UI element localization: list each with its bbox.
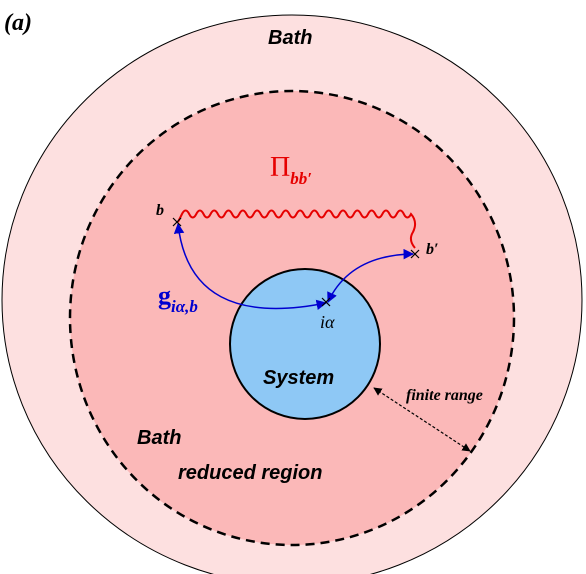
- site-b-label: b: [156, 202, 164, 219]
- site-b-cross: [172, 217, 182, 227]
- panel-label: (a): [4, 10, 32, 36]
- site-b-prime-cross: [410, 249, 420, 259]
- coupling-arc-b: [173, 222, 328, 310]
- system-label: System: [263, 367, 334, 389]
- bath-inner-label: Bath: [137, 427, 181, 449]
- coupling-g-label: giα,b: [158, 281, 198, 316]
- coupling-g-subscript: iα,b: [171, 297, 198, 316]
- site-b-prime-label: b′: [426, 241, 439, 258]
- reduced-region-label: reduced region: [178, 462, 322, 484]
- propagator-pi-label: Πbb′: [270, 152, 312, 188]
- finite-range-label: finite range: [406, 387, 483, 404]
- bath-outer-label: Bath: [268, 27, 312, 49]
- finite-range-arrow: [373, 387, 471, 452]
- site-i-alpha-label: iα: [320, 312, 335, 332]
- coupling-arc-b-prime: [327, 248, 415, 303]
- propagator-pi-symbol: Π: [270, 152, 290, 183]
- propagator-pi-subscript: bb′: [290, 169, 312, 188]
- system-circle: [229, 268, 381, 420]
- site-i-alpha-cross: [321, 297, 331, 307]
- coupling-g-symbol: g: [158, 281, 171, 310]
- propagator-wavy-line: [177, 209, 417, 249]
